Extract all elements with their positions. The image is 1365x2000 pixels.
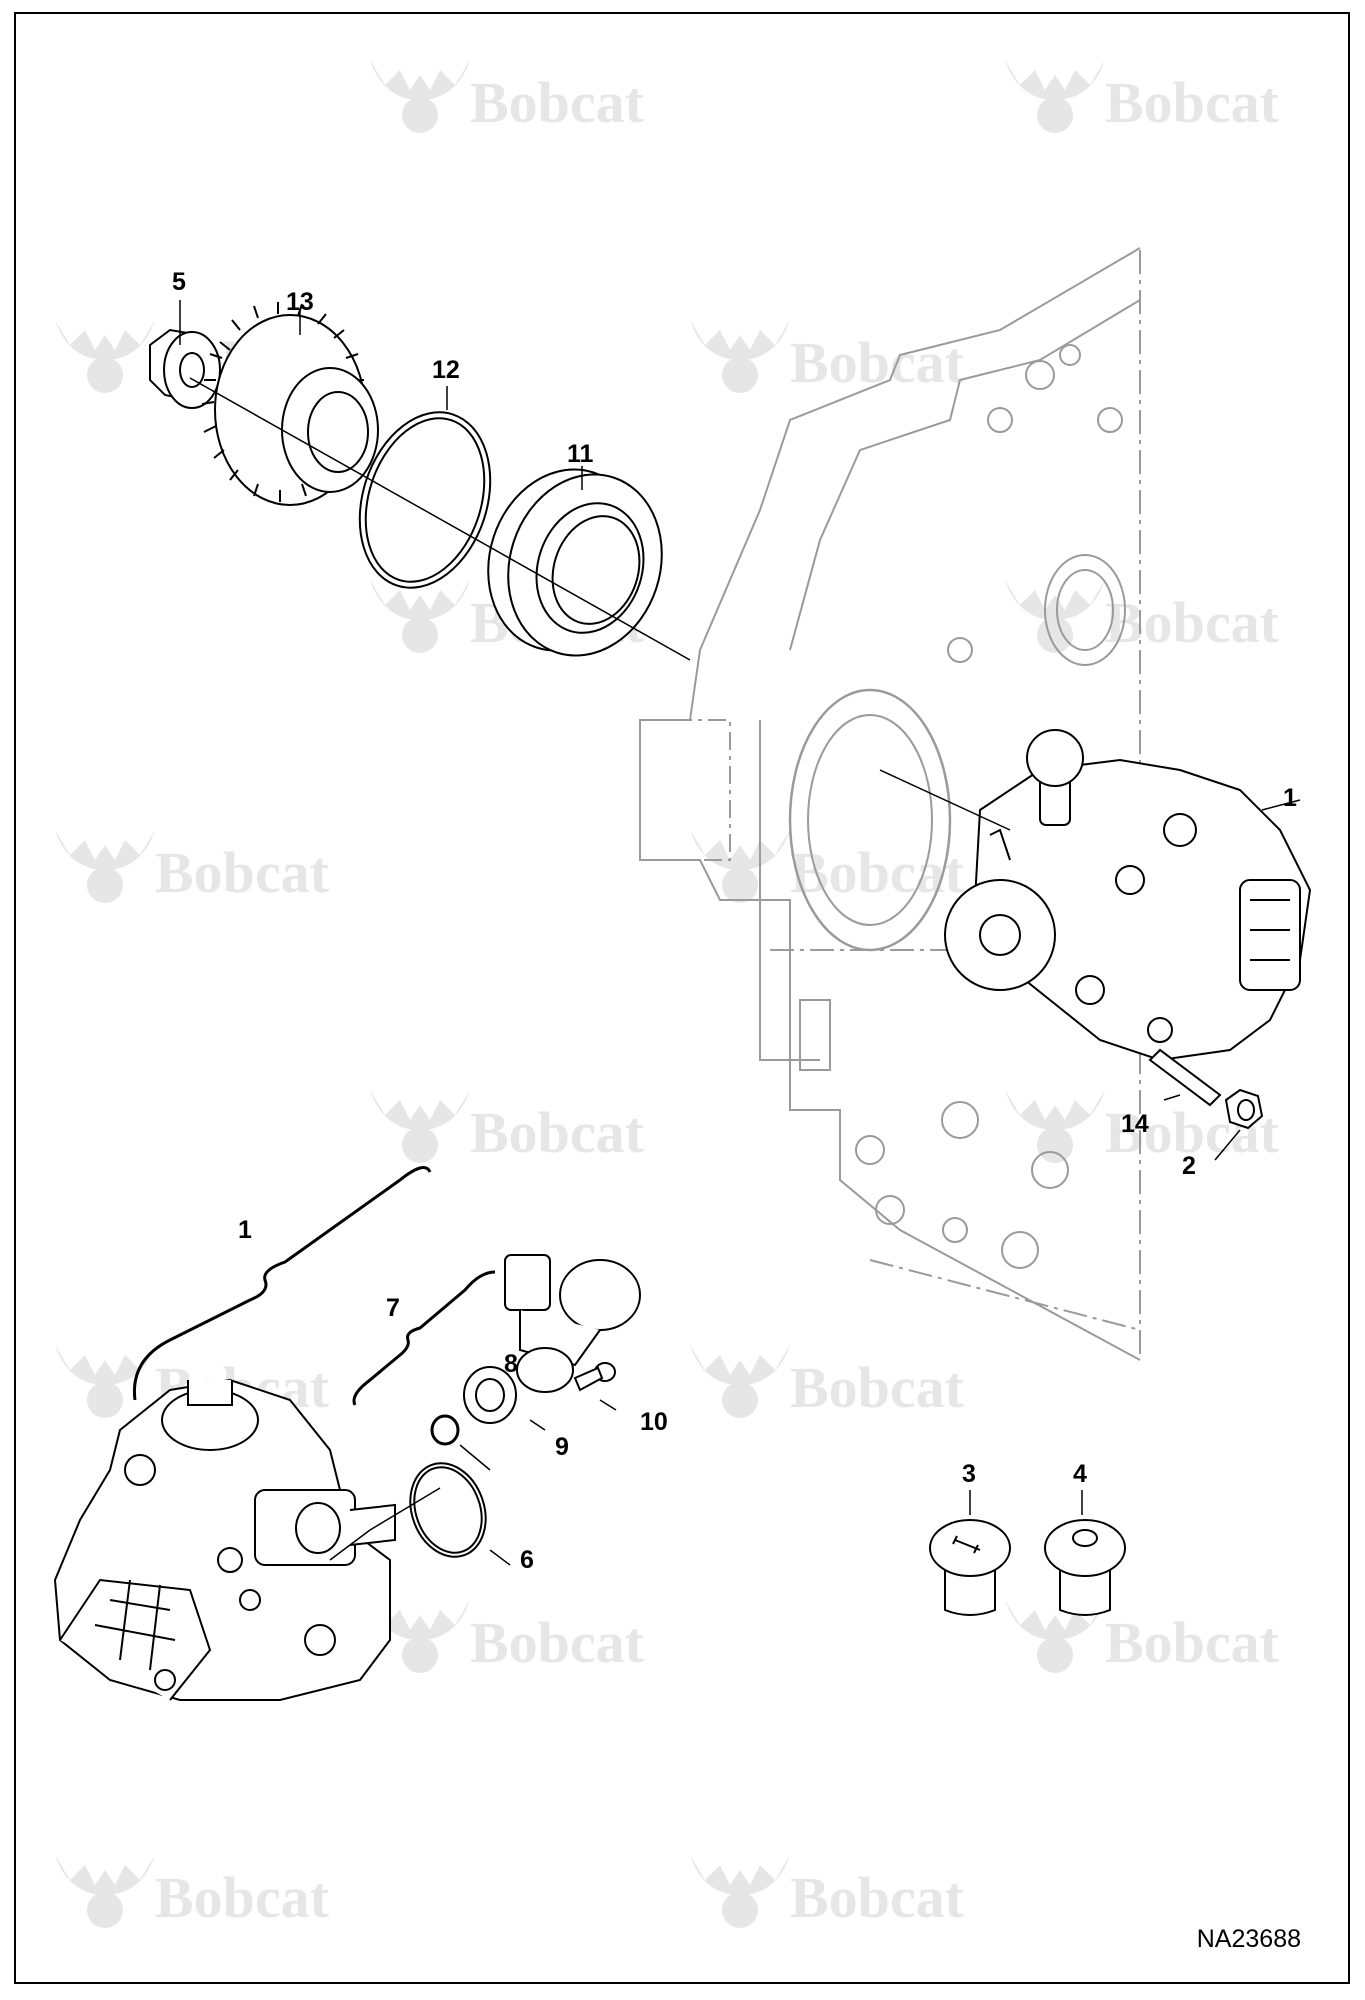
part-4-cap — [1044, 1519, 1126, 1616]
part-9-filter — [463, 1366, 517, 1424]
watermark-text: Bobcat — [155, 840, 330, 905]
callout-part-5: 5 — [172, 268, 186, 296]
callout-part-1: 1 — [238, 1216, 252, 1244]
callout-part-14: 14 — [1121, 1110, 1149, 1138]
brackets — [132, 1166, 496, 1406]
engine-block-ghost — [639, 247, 1141, 1361]
callout-part-1: 1 — [1283, 784, 1297, 812]
callout-part-9: 9 — [555, 1433, 569, 1461]
callout-part-12: 12 — [432, 356, 460, 384]
watermark-text: Bobcat — [470, 1610, 645, 1675]
part-12-oring — [358, 411, 492, 589]
part-6-oring — [409, 1462, 487, 1558]
watermark-text-layer: Bobcat Bobcat Bobcat Bobcat Bobcat Bobca… — [155, 70, 1280, 1930]
callout-part-8: 8 — [504, 1350, 518, 1378]
watermark-text: Bobcat — [1105, 70, 1280, 135]
watermark-text: Bobcat — [155, 1865, 330, 1930]
part-14-stud — [1148, 1048, 1222, 1107]
part-10-screw — [573, 1362, 616, 1392]
part-8-ring — [430, 1414, 460, 1446]
watermark-text: Bobcat — [790, 1355, 965, 1420]
part-11-seal — [487, 468, 663, 657]
drawing-border — [14, 12, 1350, 1984]
callout-part-11: 11 — [567, 440, 594, 468]
drawing-id: NA23688 — [1196, 1925, 1301, 1953]
callout-part-13: 13 — [286, 288, 314, 316]
part-3-cap — [929, 1519, 1011, 1616]
callout-part-4: 4 — [1073, 1460, 1087, 1488]
leader-lines — [179, 300, 1301, 1566]
callout-part-10: 10 — [640, 1408, 668, 1436]
callout-part-6: 6 — [520, 1546, 534, 1574]
callout-part-3: 3 — [962, 1460, 976, 1488]
part-1-pump-installed — [944, 729, 1312, 1062]
part-5-flange-nut — [149, 328, 221, 409]
watermark-text: Bobcat — [1105, 590, 1280, 655]
watermark-text: Bobcat — [470, 70, 645, 135]
callout-part-7: 7 — [386, 1294, 400, 1322]
watermark-text: Bobcat — [470, 1100, 645, 1165]
watermark-text: Bobcat — [1105, 1610, 1280, 1675]
part-2-nut — [1224, 1088, 1264, 1130]
part-13-gear — [201, 302, 379, 506]
center-lines — [189, 377, 1011, 1561]
part-7-solenoid — [504, 1254, 641, 1393]
watermark-text: Bobcat — [790, 1865, 965, 1930]
part-1-pump-detail — [53, 1378, 396, 1701]
callout-part-2: 2 — [1182, 1152, 1196, 1180]
